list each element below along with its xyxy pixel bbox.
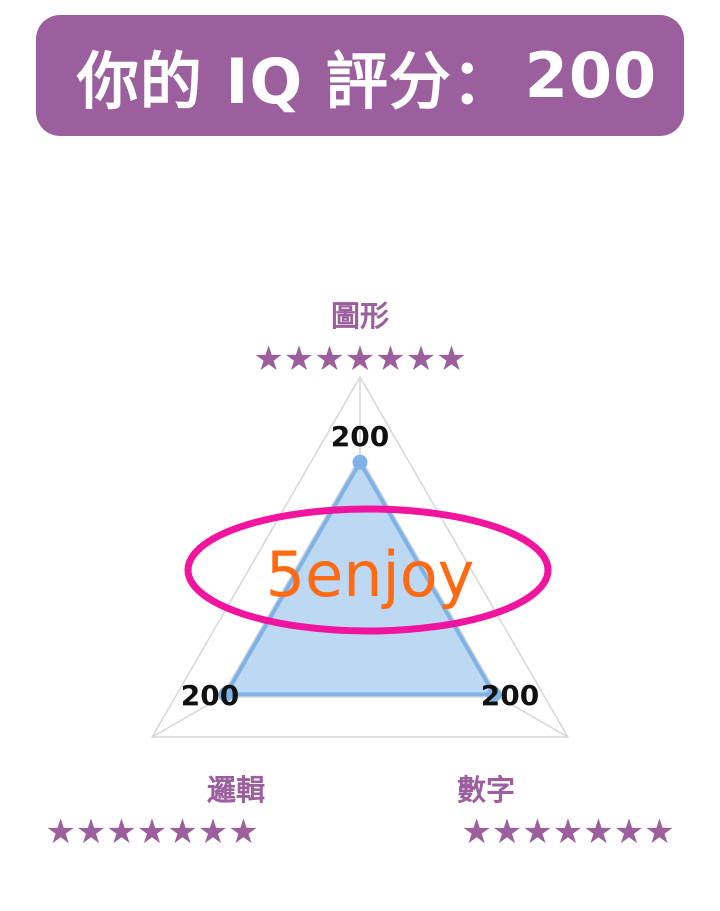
axis-label: 圖形 [331, 299, 389, 333]
watermark-ring [184, 505, 552, 635]
data-point [352, 454, 368, 470]
iq-score-value: 200 [524, 39, 658, 112]
data-area [223, 460, 497, 697]
grid-ring [220, 455, 500, 698]
data-point [486, 686, 502, 702]
axis-label: 數字 [457, 773, 515, 807]
watermark: 5enjoy [184, 505, 552, 635]
star-rating: ★★★★★★★ [253, 339, 466, 379]
banner-title: 你的 IQ 評分： [76, 44, 515, 118]
watermark-text: 5enjoy [266, 538, 475, 611]
star-rating: ★★★★★★★ [45, 812, 258, 852]
data-point [218, 686, 234, 702]
radar-labels: 圖形 ★★★★★★★ 200 數字 ★★★★★★★ 200 邏輯 ★★★★★★★ 200 [45, 299, 674, 852]
iq-score-banner: 你的 IQ 評分：200 [36, 15, 684, 136]
star-rating: ★★★★★★★ [461, 812, 674, 852]
data-label: 200 [181, 679, 239, 712]
radar-area [218, 454, 502, 702]
axis-label: 邏輯 [207, 773, 265, 807]
data-label: 200 [331, 420, 389, 453]
data-label: 200 [481, 679, 539, 712]
grid-ring [150, 375, 570, 738]
